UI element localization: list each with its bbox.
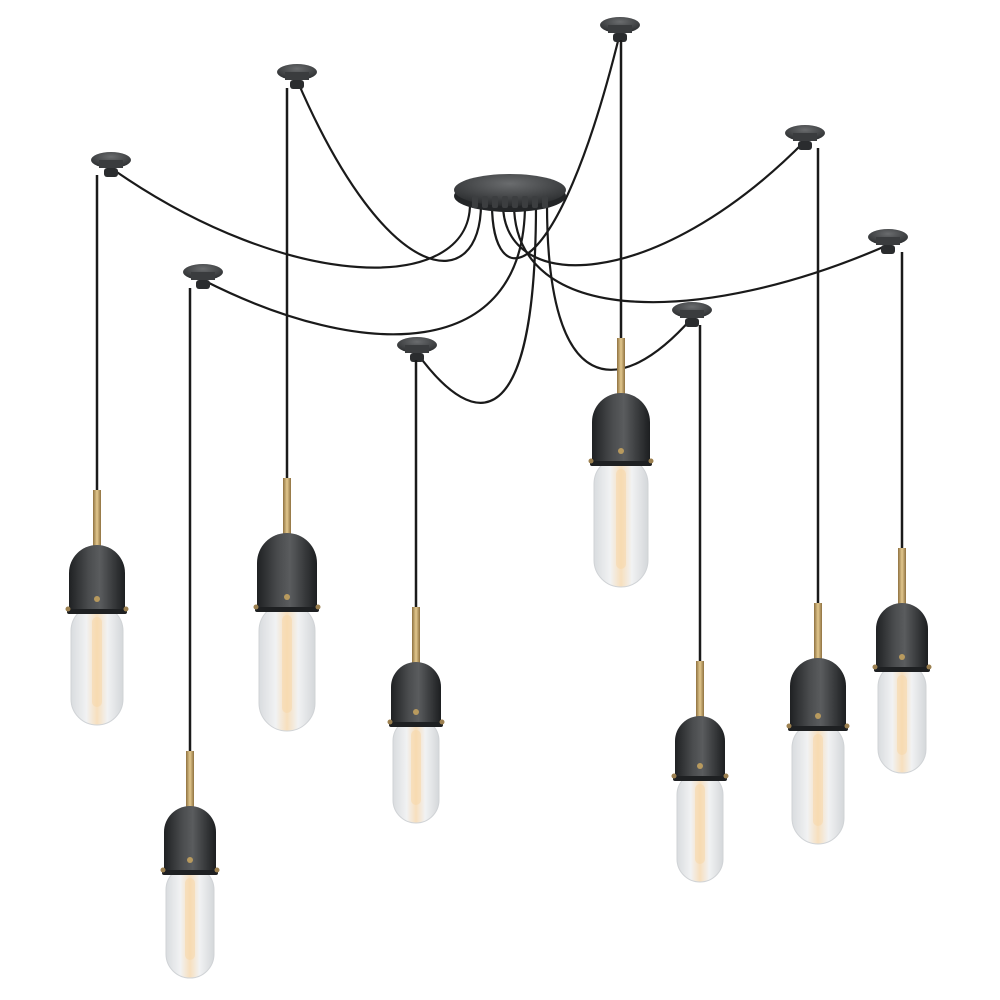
ceiling-hook bbox=[785, 125, 825, 150]
swag-cord bbox=[416, 203, 538, 404]
bronze-shade bbox=[391, 662, 441, 726]
brass-screw bbox=[697, 763, 703, 769]
pendant-lights bbox=[65, 40, 932, 979]
ceiling-hook bbox=[672, 302, 712, 327]
cord-grip bbox=[502, 196, 508, 208]
pendant bbox=[872, 252, 932, 774]
ceiling-hook bbox=[91, 152, 131, 177]
brass-screw bbox=[618, 448, 624, 454]
swag-cords bbox=[110, 32, 889, 404]
canopy-plate bbox=[454, 174, 566, 206]
brass-stem bbox=[93, 490, 101, 547]
filament-glow bbox=[411, 730, 421, 805]
brass-stem bbox=[696, 661, 704, 718]
filament-glow bbox=[695, 784, 705, 864]
brass-stem bbox=[814, 603, 822, 660]
ceiling-hook bbox=[868, 229, 908, 254]
pendant bbox=[253, 88, 321, 732]
ceiling-hooks bbox=[91, 17, 908, 362]
pendant bbox=[65, 175, 129, 726]
brass-stem bbox=[617, 338, 625, 395]
brass-screw bbox=[899, 654, 905, 660]
filament-glow bbox=[616, 469, 626, 569]
ceiling-hook bbox=[600, 17, 640, 42]
bronze-shade bbox=[592, 393, 650, 465]
cord-grip bbox=[472, 196, 478, 208]
brass-stem bbox=[898, 548, 906, 605]
brass-stem bbox=[283, 478, 291, 535]
brass-screw bbox=[187, 857, 193, 863]
swag-cord bbox=[295, 79, 483, 262]
bronze-shade bbox=[790, 658, 846, 730]
cord-grip bbox=[542, 196, 548, 208]
swag-cord bbox=[490, 32, 622, 260]
brass-screw bbox=[413, 709, 419, 715]
filament-glow bbox=[813, 734, 823, 826]
brass-stem bbox=[186, 751, 194, 808]
bronze-shade bbox=[164, 806, 216, 874]
filament-glow bbox=[282, 615, 292, 713]
cord-grip bbox=[512, 196, 518, 208]
bronze-shade bbox=[257, 533, 317, 611]
pendant bbox=[387, 360, 445, 824]
filament-glow bbox=[185, 878, 195, 960]
ceiling-hook bbox=[183, 264, 223, 289]
swag-cord bbox=[545, 203, 693, 371]
cord-grip bbox=[482, 196, 488, 208]
cord-grip bbox=[532, 196, 538, 208]
pendant bbox=[786, 148, 850, 845]
swag-cord bbox=[501, 140, 806, 267]
brass-screw bbox=[284, 594, 290, 600]
filament-glow bbox=[897, 675, 907, 755]
brass-screw bbox=[94, 596, 100, 602]
brass-stem bbox=[412, 607, 420, 664]
ceiling-hook bbox=[397, 337, 437, 362]
bronze-shade bbox=[876, 603, 928, 671]
pendant bbox=[588, 40, 654, 588]
pendant bbox=[671, 325, 729, 883]
ceiling-canopy bbox=[454, 174, 566, 212]
bronze-shade bbox=[675, 716, 725, 780]
cord-grip bbox=[492, 196, 498, 208]
cord-grip bbox=[522, 196, 528, 208]
bronze-shade bbox=[69, 545, 125, 613]
filament-glow bbox=[92, 617, 102, 707]
brass-screw bbox=[815, 713, 821, 719]
swag-cord bbox=[202, 203, 527, 336]
swag-cord bbox=[512, 203, 889, 304]
swag-cord bbox=[110, 167, 472, 269]
pendant bbox=[160, 288, 220, 979]
ceiling-hook bbox=[277, 64, 317, 89]
